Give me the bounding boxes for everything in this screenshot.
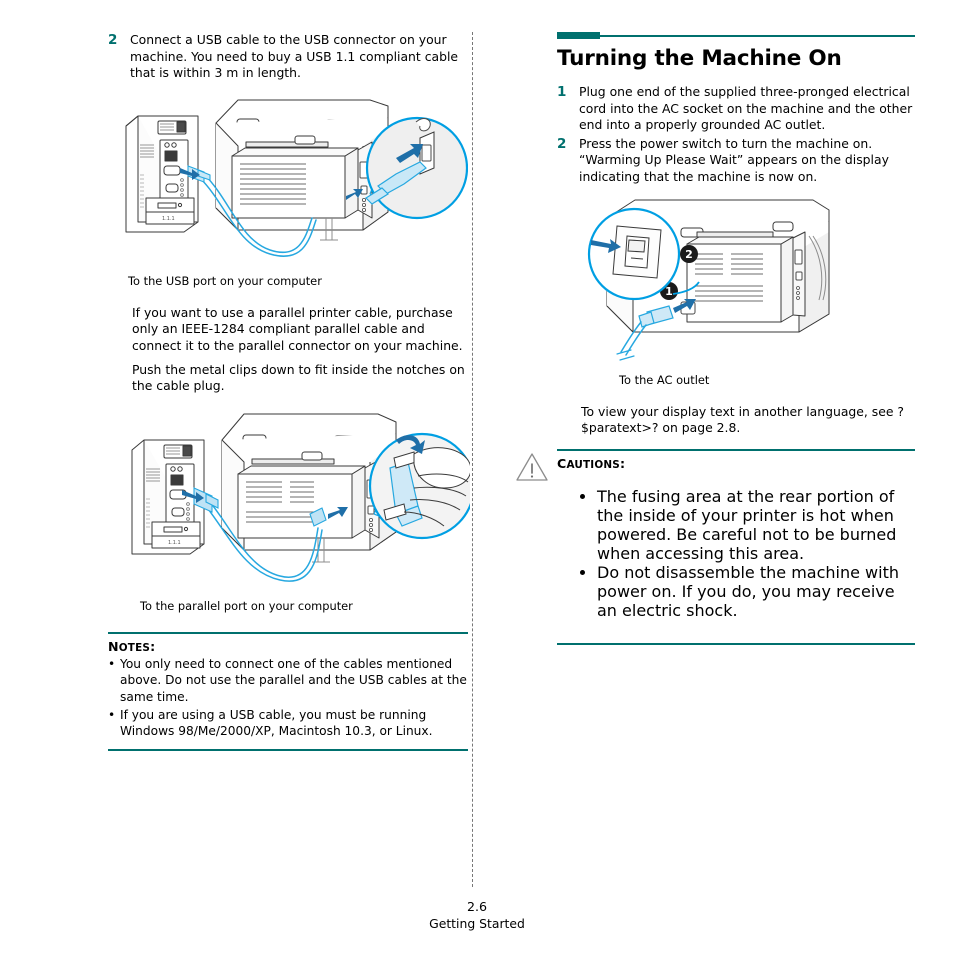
cautions-title-smallcaps: AUTIONS bbox=[566, 458, 620, 471]
page-footer: 2.6 Getting Started bbox=[0, 898, 954, 932]
figure-parallel-illustration: 1.1.1 bbox=[131, 413, 470, 582]
page-title: Turning the Machine On bbox=[557, 46, 842, 71]
cautions-title: CAUTIONS: bbox=[557, 456, 915, 471]
page-number: 2.6 bbox=[466, 899, 488, 914]
svg-text:1.1.1: 1.1.1 bbox=[162, 216, 175, 222]
step-text: Press the power switch to turn the machi… bbox=[579, 135, 889, 184]
step-text: Connect a USB cable to the USB connector… bbox=[130, 32, 459, 81]
svg-text:1: 1 bbox=[665, 285, 673, 298]
section-header-rule bbox=[557, 32, 915, 40]
notes-title: NOTES: bbox=[108, 639, 468, 654]
right-column: Turning the Machine On 1 Plug one end of… bbox=[516, 32, 915, 645]
figure-power-connection: 1 bbox=[577, 196, 915, 388]
notes-callout: NOTES: You only need to connect one of t… bbox=[108, 631, 468, 751]
cautions-title-colon: : bbox=[619, 455, 626, 471]
left-column: 2 Connect a USB cable to the USB connect… bbox=[108, 32, 470, 751]
notes-title-cap: N bbox=[108, 638, 119, 654]
step-text: Plug one end of the supplied three-prong… bbox=[579, 84, 913, 133]
right-step-1: 1 Plug one end of the supplied three-pro… bbox=[557, 84, 915, 134]
column-divider bbox=[472, 32, 473, 887]
warning-triangle-icon bbox=[516, 453, 548, 481]
figure-power-caption: To the AC outlet bbox=[619, 372, 710, 387]
step-number: 2 bbox=[557, 135, 567, 152]
cautions-title-cap: C bbox=[557, 455, 567, 471]
callout-marker-2: 2 bbox=[680, 244, 698, 263]
figure-usb-illustration: 1.1.1 bbox=[125, 99, 468, 257]
list-item: Do not disassemble the machine with powe… bbox=[597, 563, 915, 620]
section-rule-block bbox=[557, 32, 600, 39]
cautions-box: CAUTIONS: The fusing area at the rear po… bbox=[557, 448, 915, 645]
svg-text:1.1.1: 1.1.1 bbox=[168, 540, 181, 546]
section-rule-line bbox=[600, 35, 915, 37]
list-item: The fusing area at the rear portion of t… bbox=[597, 487, 915, 563]
figure-usb-caption: To the USB port on your computer bbox=[128, 273, 322, 288]
svg-text:2: 2 bbox=[685, 248, 693, 261]
left-step-2: 2 Connect a USB cable to the USB connect… bbox=[108, 32, 468, 82]
figure-power-illustration: 1 bbox=[587, 199, 830, 361]
language-note-paragraph: To view your display text in another lan… bbox=[581, 403, 904, 436]
figure-usb-connection: 1.1.1 bbox=[120, 90, 468, 289]
running-footer: Getting Started bbox=[429, 916, 525, 931]
cautions-list: The fusing area at the rear portion of t… bbox=[557, 487, 915, 620]
figure-parallel-caption: To the parallel port on your computer bbox=[140, 598, 353, 613]
notes-list: You only need to connect one of the cabl… bbox=[108, 656, 468, 740]
metal-clips-paragraph: Push the metal clips down to fit inside … bbox=[132, 361, 465, 394]
step-number: 1 bbox=[557, 84, 567, 100]
notes-title-smallcaps: OTES bbox=[118, 641, 151, 654]
cautions-callout: CAUTIONS: The fusing area at the rear po… bbox=[516, 448, 915, 645]
right-step-2: 2 Press the power switch to turn the mac… bbox=[557, 136, 915, 186]
figure-parallel-connection: 1.1.1 bbox=[122, 402, 470, 614]
step-number: 2 bbox=[108, 32, 118, 48]
list-item: You only need to connect one of the cabl… bbox=[108, 656, 468, 705]
parallel-cable-paragraph: If you want to use a parallel printer ca… bbox=[132, 304, 463, 353]
notes-title-colon: : bbox=[150, 638, 156, 654]
list-item: If you are using a USB cable, you must b… bbox=[108, 707, 468, 740]
